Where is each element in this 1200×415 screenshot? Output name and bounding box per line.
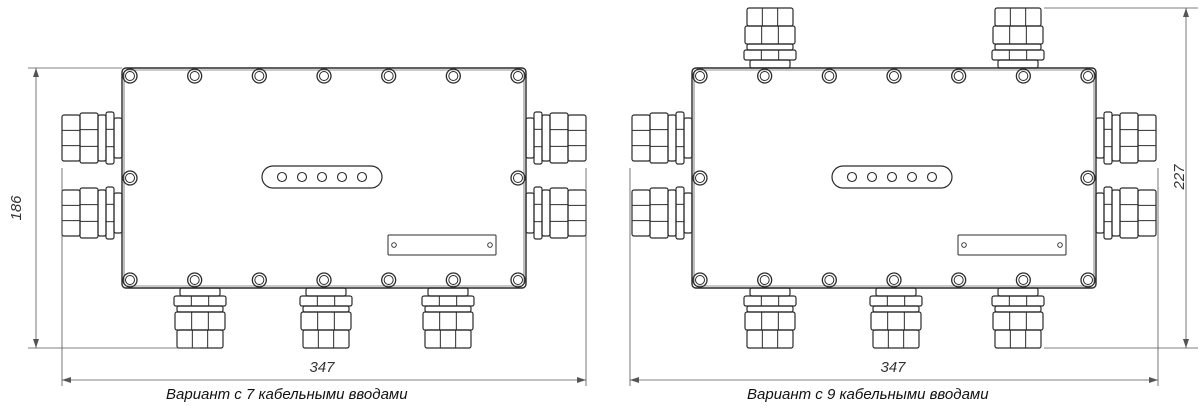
dimension-arrow [1183,8,1189,17]
lid-bolt [757,68,773,84]
cable-gland [991,7,1045,69]
lid-bolt [1080,68,1096,84]
dimension-arrow [630,377,639,383]
lid-bolt [251,272,267,288]
cable-gland [631,111,693,165]
lid-bolt [187,68,203,84]
cable-gland [525,111,587,165]
lid-bolt [1080,170,1096,186]
lid-bolt [821,68,837,84]
variant-7-entries-drawing [28,67,587,386]
cable-gland [525,186,587,240]
lid-bolt [316,272,332,288]
dimension-arrow [1183,339,1189,348]
lid-bolt [886,68,902,84]
enclosure-lid-edge [693,69,1095,287]
caption-variant-7: Вариант с 7 кабельными вводами [166,386,408,403]
enclosure-lid-edge [123,69,525,287]
lid-bolt [1015,68,1031,84]
lid-bolt [445,68,461,84]
lid-bolt [757,272,773,288]
lid-bolt [316,68,332,84]
dimension-arrow [33,339,39,348]
cable-gland [61,111,123,165]
lid-bolt [886,272,902,288]
nameplate [387,234,497,256]
width-dimension-label-right: 347 [880,359,906,376]
lid-bolt [510,170,526,186]
width-dimension-label-left: 347 [309,359,335,376]
height-dimension-label-right: 227 [1171,164,1188,191]
cable-gland [991,287,1045,349]
lid-bolt [821,272,837,288]
lid-bolt [381,272,397,288]
cable-gland [421,287,475,349]
dimension-arrow [33,68,39,77]
lid-bolt [122,272,138,288]
cable-gland [869,287,923,349]
height-dimension-label-left: 186 [8,195,25,221]
caption-variant-9: Вариант с 9 кабельными вводами [747,386,989,403]
lid-bolt [692,170,708,186]
lid-bolt [692,68,708,84]
variant-9-entries-drawing [629,7,1198,386]
cable-gland [743,7,797,69]
dimension-arrow [62,377,71,383]
lid-bolt [510,272,526,288]
lid-bolt [951,272,967,288]
nameplate [957,234,1067,256]
lid-bolt [122,68,138,84]
lid-bolt [692,272,708,288]
lid-bolt [1015,272,1031,288]
cable-gland [631,186,693,240]
indicator-slot [261,165,383,189]
indicator-slot [831,165,953,189]
lid-bolt [122,170,138,186]
cable-gland [1095,186,1157,240]
lid-bolt [445,272,461,288]
dimension-arrow [577,377,586,383]
cable-gland [61,186,123,240]
lid-bolt [510,68,526,84]
lid-bolt [187,272,203,288]
lid-bolt [251,68,267,84]
cable-gland [299,287,353,349]
cable-gland [173,287,227,349]
cable-gland [743,287,797,349]
cable-gland [1095,111,1157,165]
dimension-arrow [1149,377,1158,383]
lid-bolt [1080,272,1096,288]
lid-bolt [381,68,397,84]
lid-bolt [951,68,967,84]
